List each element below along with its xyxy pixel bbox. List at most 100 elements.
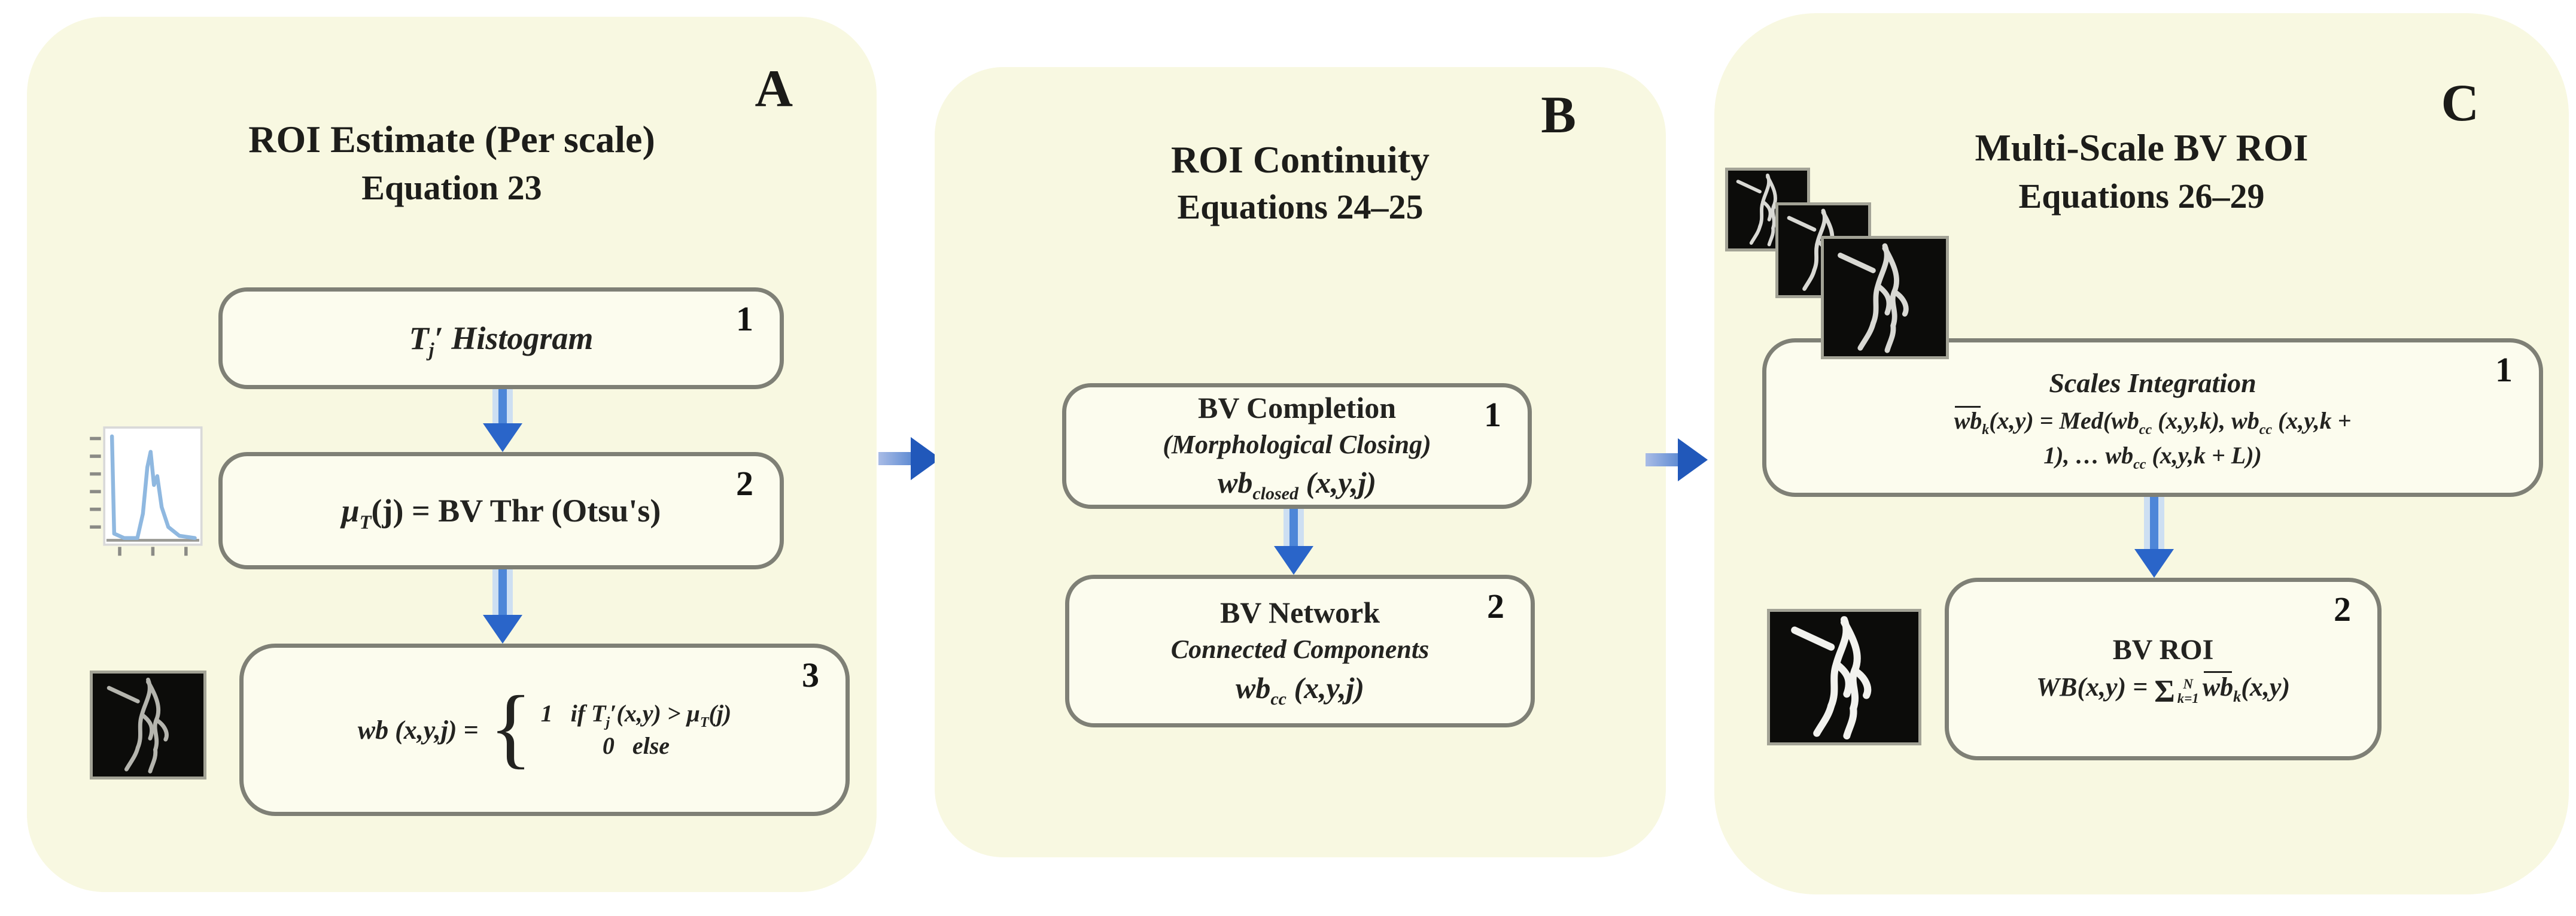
formula-text: (x,y,j) [1298, 466, 1377, 500]
step-badge: 1 [1484, 395, 1501, 434]
panel-roi-continuity: B ROI Continuity Equations 24–25 1 BV Co… [935, 67, 1666, 857]
formula-text: ′(x,y) > μ [610, 700, 700, 727]
vessel-segmentation-image [1767, 609, 1921, 745]
panel-letter-b: B [1541, 86, 1576, 144]
panel-roi-estimate: A ROI Estimate (Per scale) Equation 23 1… [27, 17, 877, 892]
box-title: BV Network [1219, 596, 1380, 630]
box-label: Tj′ Histogram [409, 320, 594, 360]
formula-text: T [409, 320, 429, 356]
formula-subscript: cc [2259, 422, 2273, 438]
formula-text: (x,y) = Med(wb [1989, 407, 2139, 434]
right-arrow-icon [878, 437, 942, 480]
formula-text: (x,y,j) [1286, 671, 1365, 705]
arrow-head [483, 615, 522, 644]
formula-subscript: cc [2139, 422, 2152, 438]
histogram-plot-svg [84, 421, 206, 565]
arrow-shaft [1284, 509, 1304, 548]
formula-text: (x,y,k), wb [2152, 407, 2259, 434]
down-arrow-icon [483, 569, 522, 644]
summation-upper-limit: N [2183, 676, 2194, 691]
formula-subscript: cc [1270, 688, 1287, 709]
arrow-head [483, 423, 522, 452]
panel-b-subtitle: Equations 24–25 [1177, 187, 1424, 226]
vessel-art [1824, 239, 1946, 356]
formula-text: μ [341, 493, 360, 529]
formula-subscript: T [699, 715, 709, 730]
vessel-art [1770, 612, 1918, 742]
formula-text: (j) [708, 700, 732, 727]
down-arrow-icon [2134, 497, 2174, 578]
panel-b-title: ROI Continuity [1170, 138, 1430, 181]
formula-text: wb [1217, 466, 1253, 500]
curly-brace: { [489, 678, 533, 777]
vessel-image-stack [1720, 164, 1957, 368]
box-label: μT(j) = BV Thr (Otsu's) [341, 492, 661, 532]
arrow-head [1274, 546, 1313, 575]
panel-a-subtitle: Equation 23 [361, 168, 542, 207]
box-formula-line1: wbk(x,y) = Med(wbcc (x,y,k), wbcc (x,y,k… [1954, 404, 2352, 438]
formula-text: (x,y,k + L)) [2146, 442, 2262, 469]
box-formula-line2: 1), … wbcc (x,y,k + L)) [2043, 438, 2262, 473]
formula-subscript: k [2233, 687, 2242, 705]
formula-overbar: wb [1954, 407, 1982, 434]
case-line: 0 else [603, 730, 670, 762]
formula-text: if T [570, 700, 606, 727]
vessel-art [93, 674, 203, 777]
formula-text: 1), … wb [2043, 442, 2134, 469]
arrow-shaft [492, 389, 513, 426]
formula-text: (j) = BV Thr (Otsu's) [371, 493, 661, 529]
flow-box-bv-network: 2 BV Network Connected Components wbcc (… [1065, 575, 1535, 727]
case-value: 0 [602, 732, 615, 759]
panel-c-subtitle: Equations 26–29 [2018, 177, 2265, 216]
box-formula: wbclosed (x,y,j) [1218, 462, 1376, 504]
histogram-plot-icon [84, 421, 206, 565]
summation-lower-limit: k=1 [2177, 691, 2199, 706]
formula-text: (x,y) [2241, 672, 2291, 702]
panel-multiscale-bv-roi: C Multi-Scale BV ROI Equations 26–29 1 S… [1714, 13, 2569, 894]
formula-subscript: T [359, 511, 372, 533]
flow-box-bv-threshold: 2 μT(j) = BV Thr (Otsu's) [218, 452, 784, 569]
formula-overbar: wb [2202, 672, 2234, 702]
box-formula: wbcc (x,y,j) [1236, 667, 1364, 709]
formula-text: else [632, 732, 670, 759]
step-badge: 3 [802, 656, 819, 694]
flow-box-scales-integration: 1 Scales Integration wbk(x,y) = Med(wbcc… [1762, 338, 2543, 497]
arrow-tail [1646, 453, 1680, 466]
right-arrow-icon [1646, 438, 1709, 481]
down-arrow-icon [1274, 509, 1313, 575]
step-badge: 2 [736, 464, 753, 503]
arrow-head [1678, 438, 1708, 481]
down-arrow-icon [483, 389, 522, 452]
box-subtitle: (Morphological Closing) [1163, 429, 1431, 459]
panel-letter-c: C [2441, 74, 2479, 132]
arrow-head [2134, 549, 2174, 578]
formula-subscript: closed [1252, 484, 1298, 504]
formula-subscript: j [606, 715, 610, 730]
panel-letter-a: A [755, 60, 793, 118]
step-badge: 1 [2495, 350, 2513, 389]
arrow-shaft [492, 569, 513, 617]
step-badge: 2 [1487, 587, 1504, 626]
flow-box-bv-completion: 1 BV Completion (Morphological Closing) … [1062, 383, 1532, 509]
formula-text: wb [1235, 671, 1271, 705]
box-title: Scales Integration [2049, 368, 2256, 398]
panel-c-title: Multi-Scale BV ROI [1975, 126, 2309, 169]
formula-text: (x,y,k + [2272, 407, 2352, 434]
box-title: BV Completion [1197, 390, 1397, 424]
flow-box-histogram: 1 Tj′ Histogram [218, 287, 784, 389]
formula-subscript: k [1982, 422, 1990, 438]
box-subtitle: Connected Components [1170, 635, 1430, 665]
box-title: BV ROI [2112, 634, 2214, 666]
formula-text: ′ Histogram [434, 320, 594, 356]
vessel-segmentation-image [1821, 236, 1949, 359]
formula-subscript: j [428, 339, 434, 361]
panel-a-title: ROI Estimate (Per scale) [248, 118, 655, 160]
step-badge: 1 [736, 299, 753, 338]
